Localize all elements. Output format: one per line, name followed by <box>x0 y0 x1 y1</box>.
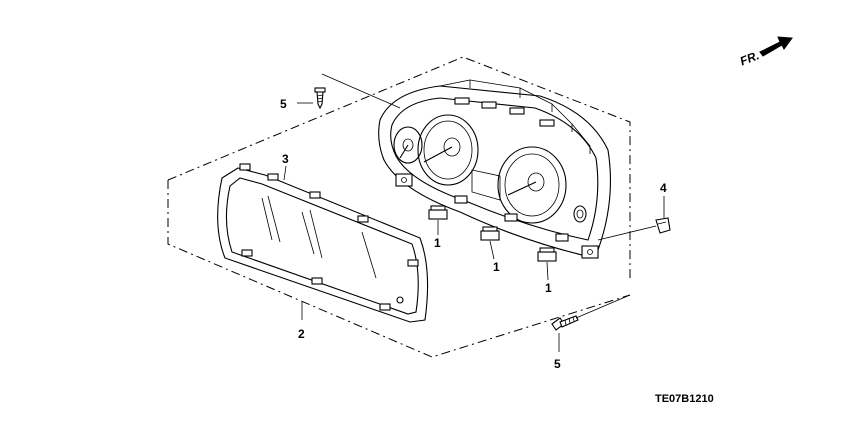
bulb-socket-c-icon <box>537 247 557 262</box>
leader-lines <box>283 73 665 352</box>
diagram-code: TE07B1210 <box>655 393 714 405</box>
bulb-socket-a-icon <box>428 205 448 220</box>
callout-screw-bottom: 5 <box>554 357 561 371</box>
callout-lens-glass: 3 <box>282 152 289 166</box>
callout-bulb-1c: 1 <box>545 281 552 295</box>
callout-clip: 4 <box>660 181 667 195</box>
instrument-cluster <box>378 79 611 259</box>
clip-icon <box>655 217 671 234</box>
callout-screw-top: 5 <box>280 97 287 111</box>
screw-bottom-icon <box>551 315 579 331</box>
direction-label: FR. <box>738 48 761 68</box>
callout-bulb-1a: 1 <box>434 236 441 250</box>
callout-bulb-1b: 1 <box>493 260 500 274</box>
bulb-socket-b-icon <box>480 226 500 241</box>
callout-lens-cover: 2 <box>298 327 305 341</box>
assembly-outline <box>167 56 631 358</box>
screw-top-icon <box>314 87 326 110</box>
front-direction-arrow-icon: FR. <box>738 36 793 68</box>
lens-cover <box>217 163 429 323</box>
